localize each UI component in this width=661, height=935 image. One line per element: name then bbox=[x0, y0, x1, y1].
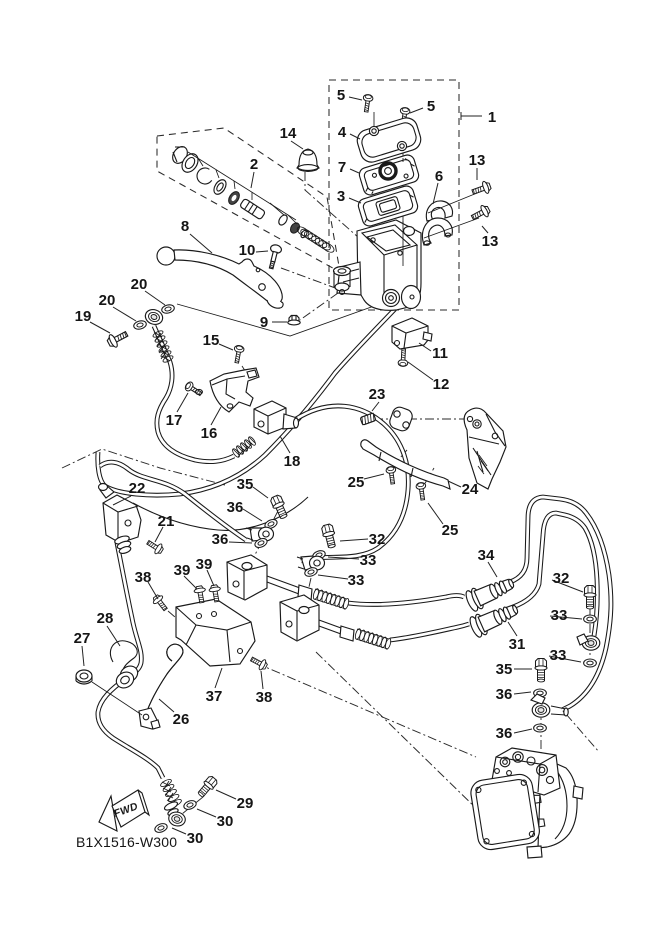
svg-text:19: 19 bbox=[75, 308, 92, 325]
svg-text:37: 37 bbox=[206, 688, 223, 705]
svg-text:38: 38 bbox=[256, 689, 273, 706]
svg-text:28: 28 bbox=[97, 610, 114, 627]
svg-text:9: 9 bbox=[260, 314, 268, 331]
svg-text:13: 13 bbox=[469, 152, 486, 169]
svg-text:30: 30 bbox=[187, 830, 204, 847]
svg-text:18: 18 bbox=[284, 453, 301, 470]
svg-text:36: 36 bbox=[227, 499, 244, 516]
svg-text:10: 10 bbox=[239, 242, 256, 259]
svg-text:5: 5 bbox=[337, 87, 345, 104]
svg-text:31: 31 bbox=[509, 636, 526, 653]
svg-text:36: 36 bbox=[496, 686, 513, 703]
svg-text:32: 32 bbox=[369, 531, 386, 548]
svg-text:33: 33 bbox=[550, 647, 567, 664]
svg-text:25: 25 bbox=[348, 474, 365, 491]
svg-text:36: 36 bbox=[496, 725, 513, 742]
svg-text:6: 6 bbox=[435, 168, 443, 185]
svg-text:32: 32 bbox=[553, 570, 570, 587]
svg-text:8: 8 bbox=[181, 218, 189, 235]
svg-text:15: 15 bbox=[203, 332, 220, 349]
svg-text:24: 24 bbox=[462, 481, 479, 498]
svg-text:14: 14 bbox=[280, 125, 297, 142]
svg-text:1: 1 bbox=[488, 109, 496, 126]
svg-text:11: 11 bbox=[432, 345, 448, 362]
svg-text:3: 3 bbox=[337, 188, 345, 205]
svg-text:25: 25 bbox=[442, 522, 459, 539]
svg-text:33: 33 bbox=[360, 552, 377, 569]
svg-text:39: 39 bbox=[196, 556, 213, 573]
svg-text:20: 20 bbox=[131, 276, 148, 293]
svg-text:13: 13 bbox=[482, 233, 499, 250]
svg-text:39: 39 bbox=[174, 562, 191, 579]
svg-text:22: 22 bbox=[129, 480, 146, 497]
svg-text:35: 35 bbox=[237, 476, 254, 493]
svg-text:12: 12 bbox=[433, 376, 450, 393]
svg-text:33: 33 bbox=[551, 607, 568, 624]
svg-text:34: 34 bbox=[478, 547, 495, 564]
svg-text:7: 7 bbox=[338, 159, 346, 176]
svg-text:35: 35 bbox=[496, 661, 513, 678]
svg-text:38: 38 bbox=[135, 569, 152, 586]
svg-text:26: 26 bbox=[173, 711, 190, 728]
svg-text:17: 17 bbox=[166, 412, 183, 429]
svg-text:29: 29 bbox=[237, 795, 254, 812]
svg-text:21: 21 bbox=[158, 513, 175, 530]
svg-text:36: 36 bbox=[212, 531, 229, 548]
svg-text:16: 16 bbox=[201, 425, 218, 442]
svg-text:23: 23 bbox=[369, 386, 386, 403]
svg-text:B1X1516-W300: B1X1516-W300 bbox=[76, 834, 177, 850]
svg-text:20: 20 bbox=[99, 292, 116, 309]
svg-text:4: 4 bbox=[338, 124, 347, 141]
svg-text:5: 5 bbox=[427, 98, 435, 115]
svg-text:27: 27 bbox=[74, 630, 91, 647]
svg-text:2: 2 bbox=[250, 156, 258, 173]
svg-text:33: 33 bbox=[348, 572, 365, 589]
svg-text:30: 30 bbox=[217, 813, 234, 830]
